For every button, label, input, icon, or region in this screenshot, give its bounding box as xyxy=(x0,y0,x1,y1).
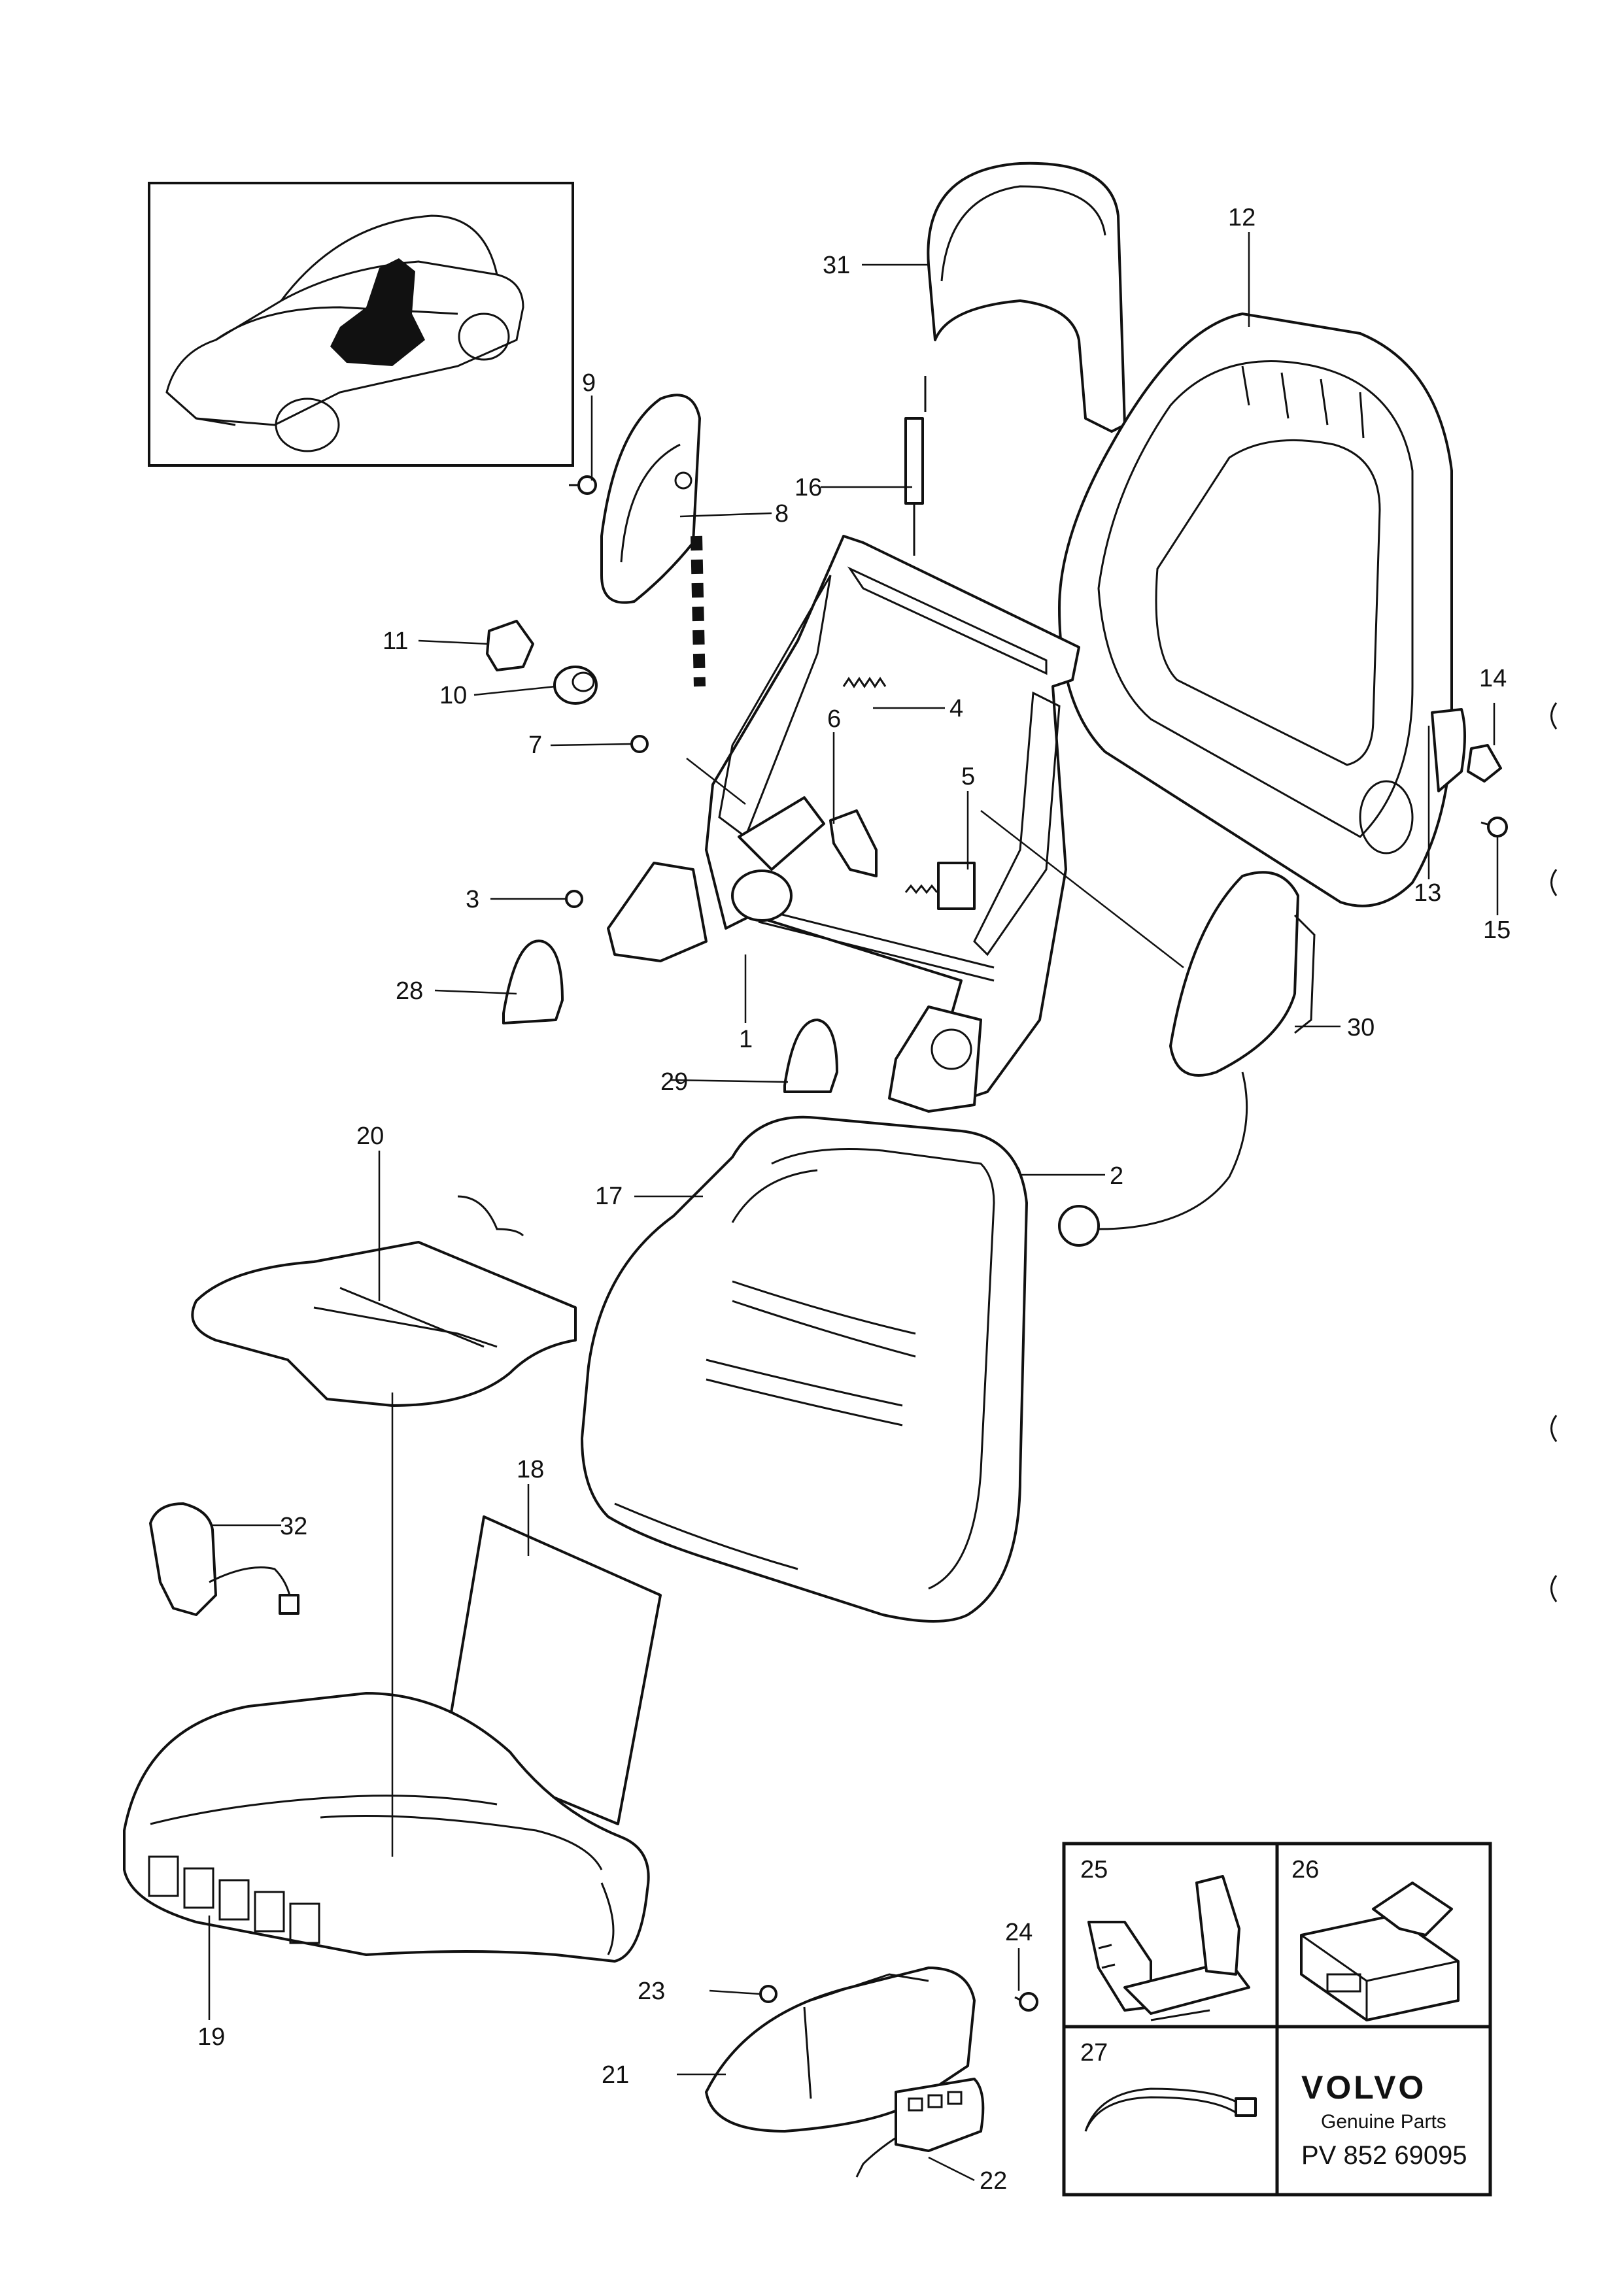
cover-cap-29 xyxy=(783,1019,838,1093)
part-label: 4 xyxy=(949,695,963,722)
part-label: 6 xyxy=(827,705,841,733)
brand-logo: VOLVO xyxy=(1301,2069,1426,2106)
backrest-side-trim xyxy=(600,394,701,604)
car-overview-inset xyxy=(148,182,574,467)
side-trim-clip xyxy=(1431,708,1466,792)
part-label: 22 xyxy=(980,2167,1007,2195)
part-label: 29 xyxy=(660,1068,688,1096)
part-label: 24 xyxy=(1005,1919,1033,1946)
lumbar-support xyxy=(1058,871,1316,1247)
part-label: 11 xyxy=(383,628,408,655)
part-label: 5 xyxy=(961,763,975,790)
part-label: 19 xyxy=(197,2023,225,2051)
part-label: 12 xyxy=(1228,204,1256,231)
part-label: 9 xyxy=(582,369,596,397)
backrest-cover xyxy=(581,1115,1028,1623)
wire-harness-27 xyxy=(1084,2087,1257,2132)
part-label: 20 xyxy=(356,1123,384,1150)
screw-23 xyxy=(759,1985,777,2003)
seatbelt-buckle xyxy=(149,1502,299,1616)
heating-pad xyxy=(191,1195,577,1407)
part-label: 14 xyxy=(1479,665,1507,692)
knob-10 xyxy=(553,666,598,705)
screw-7 xyxy=(630,735,649,753)
screw-24 xyxy=(1014,1992,1038,2012)
part-label: 31 xyxy=(823,252,850,279)
part-label: 28 xyxy=(396,977,423,1005)
inset-label: 25 xyxy=(1080,1856,1108,1883)
part-label: 18 xyxy=(517,1456,544,1483)
seat-cushion-cover xyxy=(123,1692,650,1963)
switch-11 xyxy=(486,620,534,671)
part-label: 3 xyxy=(466,886,479,913)
backrest-frame xyxy=(607,535,1080,1113)
part-labels: 31 12 9 16 8 11 10 7 4 6 5 14 13 15 3 28… xyxy=(197,204,1511,2195)
part-label: 8 xyxy=(775,500,789,528)
accessory-inset-grid: 25 26 27 VOLVO Genuine Parts PV 852 6909… xyxy=(1062,1842,1492,2197)
recliner-motor xyxy=(731,796,878,922)
brand-subtitle: Genuine Parts xyxy=(1321,2111,1446,2133)
screw-15 xyxy=(1480,817,1508,837)
part-label: 16 xyxy=(794,474,822,501)
margin-marks xyxy=(1550,702,1558,1602)
part-label: 30 xyxy=(1347,1014,1375,1041)
part-label: 2 xyxy=(1110,1162,1123,1190)
clip-14 xyxy=(1467,744,1502,783)
part-label: 13 xyxy=(1414,879,1441,907)
seat-switch-panel xyxy=(855,2078,985,2178)
part-label: 10 xyxy=(439,682,467,709)
cover-cap-28 xyxy=(502,939,564,1024)
part-label: 1 xyxy=(739,1026,753,1053)
screw-3 xyxy=(565,890,583,908)
part-label: 7 xyxy=(528,732,542,759)
bracket-25 xyxy=(1087,1875,1250,2021)
part-label: 17 xyxy=(595,1183,623,1210)
spring-link-5 xyxy=(904,862,976,910)
seat-highlight xyxy=(330,258,425,366)
screw-9 xyxy=(569,475,597,495)
part-label: 23 xyxy=(638,1978,665,2005)
headrest-guide xyxy=(904,417,924,556)
headrest xyxy=(924,161,1126,433)
dashed-connector xyxy=(691,535,706,687)
leader-lines xyxy=(208,232,1499,2182)
part-label: 32 xyxy=(280,1513,307,1540)
part-label: 21 xyxy=(602,2061,629,2089)
inset-label: 27 xyxy=(1080,2039,1108,2067)
connector-26 xyxy=(1300,1882,1460,2021)
inset-label: 26 xyxy=(1291,1856,1319,1883)
part-label: 15 xyxy=(1483,917,1511,944)
backrest-rear-panel xyxy=(1058,312,1453,907)
tension-spring xyxy=(842,677,887,688)
pv-number: PV 852 69095 xyxy=(1301,2141,1467,2170)
